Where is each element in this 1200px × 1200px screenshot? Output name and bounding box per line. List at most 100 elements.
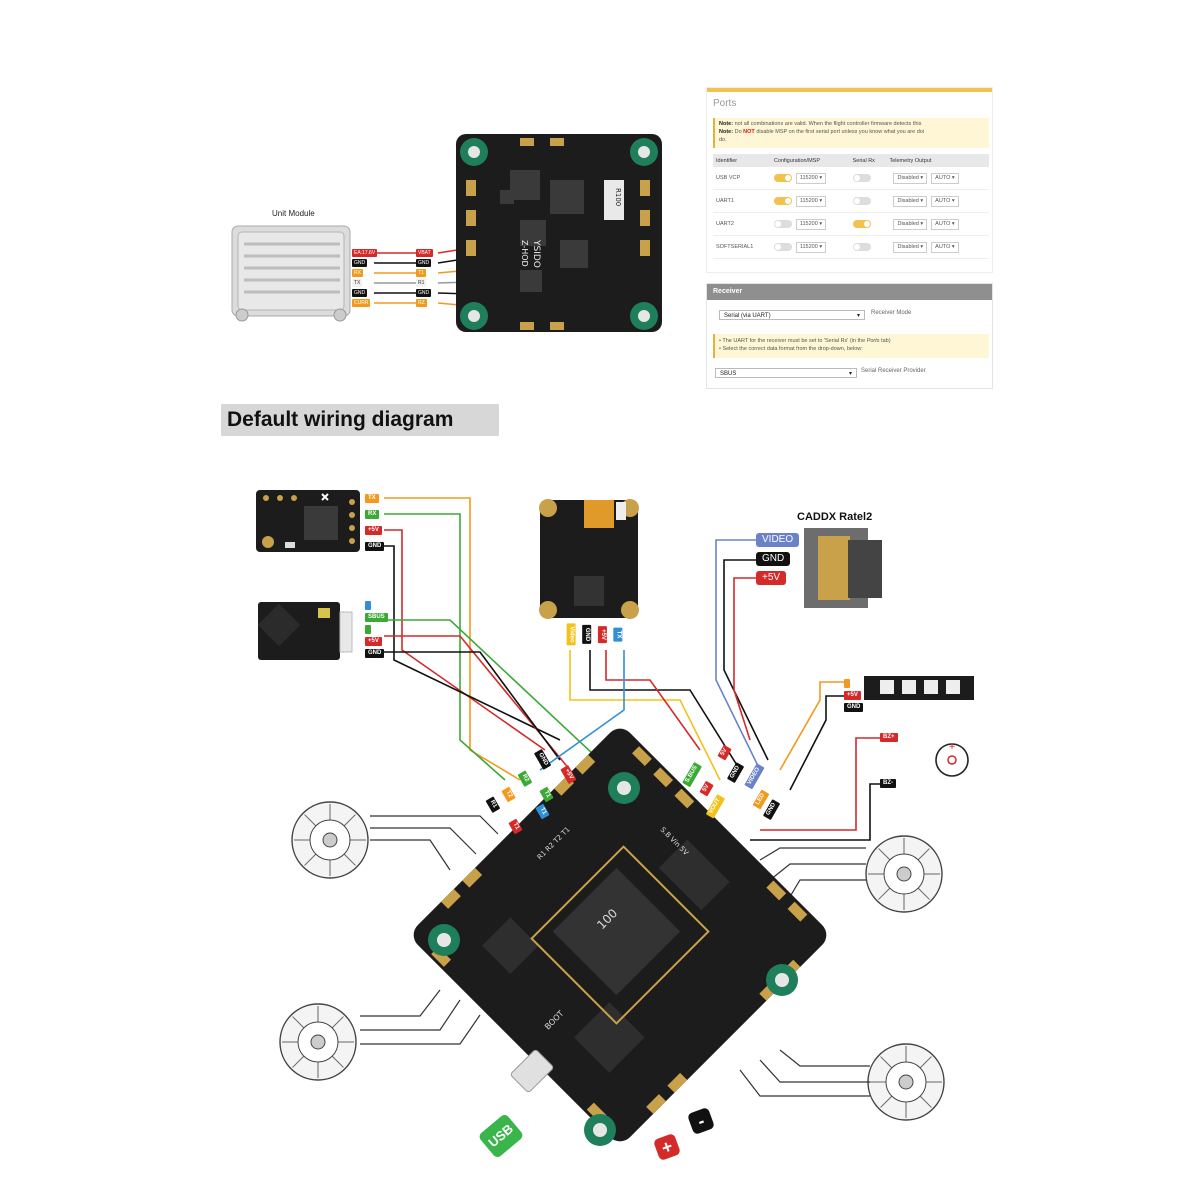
fc-mounting-holes [428, 772, 798, 1146]
serial-rx-toggle[interactable] [852, 197, 871, 205]
motor-icon [279, 1003, 357, 1081]
port-telemetry-cell: Disabled ▾AUTO ▾ [886, 189, 989, 213]
camera-tag: +5V [756, 571, 787, 585]
receiver-note-tab: tab) [881, 338, 891, 344]
motor-icon [867, 1043, 945, 1121]
col-serial-rx: Serial Rx [849, 154, 887, 167]
sbus-rx-tag: +5V [365, 637, 382, 646]
receiver-note-ports: Ports [866, 338, 880, 344]
col-telemetry-output: Telemetry Output [886, 154, 989, 167]
receiver-mode-select[interactable]: Serial (via UART) ▾ [719, 310, 865, 320]
vtx-image [539, 499, 639, 619]
camera-title: CADDX Ratel2 [797, 511, 873, 523]
receiver-note-line1: • The UART for the receiver must be set … [719, 338, 866, 344]
serial-provider-label: Serial Receiver Provider [861, 368, 926, 374]
led-tag [844, 679, 850, 688]
motor-icons [279, 801, 945, 1121]
elrs-rx-tag: RX [365, 510, 380, 519]
led-tag: +5V [844, 691, 861, 700]
svg-text:+: + [948, 742, 956, 752]
camera-tag: GND [756, 552, 791, 566]
vtx-tag: Video [566, 623, 576, 646]
serial-provider-select[interactable]: SBUS ▾ [715, 368, 857, 378]
buzzer-icon: + [935, 742, 969, 777]
baud-select[interactable]: 115200 ▾ [795, 172, 827, 184]
port-identifier: SOFTSERIAL1 [713, 235, 771, 259]
sbus-rx-tag: GND [365, 649, 385, 658]
telemetry-baud-select[interactable]: AUTO ▾ [931, 218, 959, 230]
note2-label: Note: [719, 129, 734, 135]
default-wiring-diagram: + [256, 490, 974, 1146]
unit-left-tag: EA:17.6V [352, 249, 378, 257]
note2-not: NOT [743, 129, 755, 135]
elrs-rx-tag: GND [365, 542, 385, 551]
motor-icon [291, 801, 369, 879]
small-flight-controller-image: YSIDO Z-HOD R100 [456, 134, 662, 332]
telemetry-baud-select[interactable]: AUTO ▾ [931, 195, 959, 207]
unit-right-tag: GND [416, 289, 432, 297]
unit-left-tag: CURR [352, 299, 371, 307]
receiver-note-line2: • Select the correct data format from th… [719, 346, 863, 352]
baud-select[interactable]: 115200 ▾ [795, 241, 827, 253]
chevron-down-icon: ▾ [848, 371, 852, 377]
port-serial-rx-cell [849, 167, 887, 190]
ports-header-row: Identifier Configuration/MSP Serial Rx T… [713, 154, 989, 167]
unit-left-tag: GND [352, 259, 368, 267]
note2-pre: Do [734, 129, 742, 135]
board-text-ysido: YSIDO [531, 239, 541, 268]
buzzer-plus-tag: BZ+ [880, 733, 898, 742]
sbus-rx-tag: SBUS [365, 613, 388, 622]
note1-label: Note: [719, 121, 734, 127]
ports-row: UART2 115200 ▾ Disabled ▾AUTO ▾ [713, 212, 989, 236]
baud-select[interactable]: 115200 ▾ [795, 218, 827, 230]
col-configuration-msp: Configuration/MSP [770, 154, 850, 167]
led-strip-image [864, 676, 974, 700]
msp-toggle[interactable] [773, 220, 792, 228]
telemetry-baud-select[interactable]: AUTO ▾ [931, 241, 959, 253]
buzzer-minus-tag: BZ- [880, 779, 896, 788]
telemetry-select[interactable]: Disabled ▾ [893, 172, 928, 184]
motor-icon [865, 835, 943, 913]
unit-left-tag: TX [352, 279, 363, 287]
ports-table: Identifier Configuration/MSP Serial Rx T… [713, 154, 989, 259]
unit-right-tag: RZ [416, 299, 427, 307]
baud-select[interactable]: 115200 ▾ [795, 195, 827, 207]
unit-module-image [231, 225, 351, 322]
vtx-tag: TX [613, 627, 623, 642]
msp-toggle[interactable] [773, 243, 792, 251]
telemetry-select[interactable]: Disabled ▾ [893, 218, 928, 230]
unit-right-tag: T1 [416, 269, 426, 277]
receiver-mode-value: Serial (via UART) [724, 313, 771, 319]
diagram-heading: Default wiring diagram [221, 404, 499, 436]
port-msp-cell: 115200 ▾ [770, 212, 850, 236]
unit-right-tag: VBAT [416, 249, 433, 257]
receiver-mode-label: Receiver Mode [871, 310, 912, 316]
note1-text: not all combinations are valid. When the… [734, 121, 922, 127]
msp-toggle[interactable] [773, 174, 792, 182]
sbus-receiver-image [257, 602, 353, 660]
top-wiring-figure: YSIDO Z-HOD R100 [231, 134, 662, 332]
serial-rx-toggle[interactable] [852, 174, 871, 182]
telemetry-baud-select[interactable]: AUTO ▾ [931, 172, 959, 184]
unit-right-tag: GND [416, 259, 432, 267]
receiver-note: • The UART for the receiver must be set … [713, 334, 989, 358]
note2-text: disable MSP on the first serial port unl… [756, 129, 925, 135]
chevron-down-icon: ▾ [856, 313, 860, 319]
port-msp-cell: 115200 ▾ [770, 235, 850, 259]
telemetry-select[interactable]: Disabled ▾ [893, 241, 928, 253]
msp-toggle[interactable] [773, 197, 792, 205]
port-telemetry-cell: Disabled ▾AUTO ▾ [886, 212, 989, 236]
receiver-title: Receiver [707, 284, 992, 300]
port-identifier: USB VCP [713, 167, 771, 190]
unit-left-tag: RX [352, 269, 363, 277]
serial-rx-toggle[interactable] [852, 243, 871, 251]
port-serial-rx-cell [849, 189, 887, 213]
port-identifier: UART2 [713, 212, 771, 236]
elrs-rx-tag: +5V [365, 526, 382, 535]
telemetry-select[interactable]: Disabled ▾ [893, 195, 928, 207]
serial-rx-toggle[interactable] [852, 220, 871, 228]
ports-notes: Note: not all combinations are valid. Wh… [713, 118, 989, 148]
sbus-rx-tag [365, 601, 371, 610]
port-serial-rx-cell [849, 235, 887, 259]
